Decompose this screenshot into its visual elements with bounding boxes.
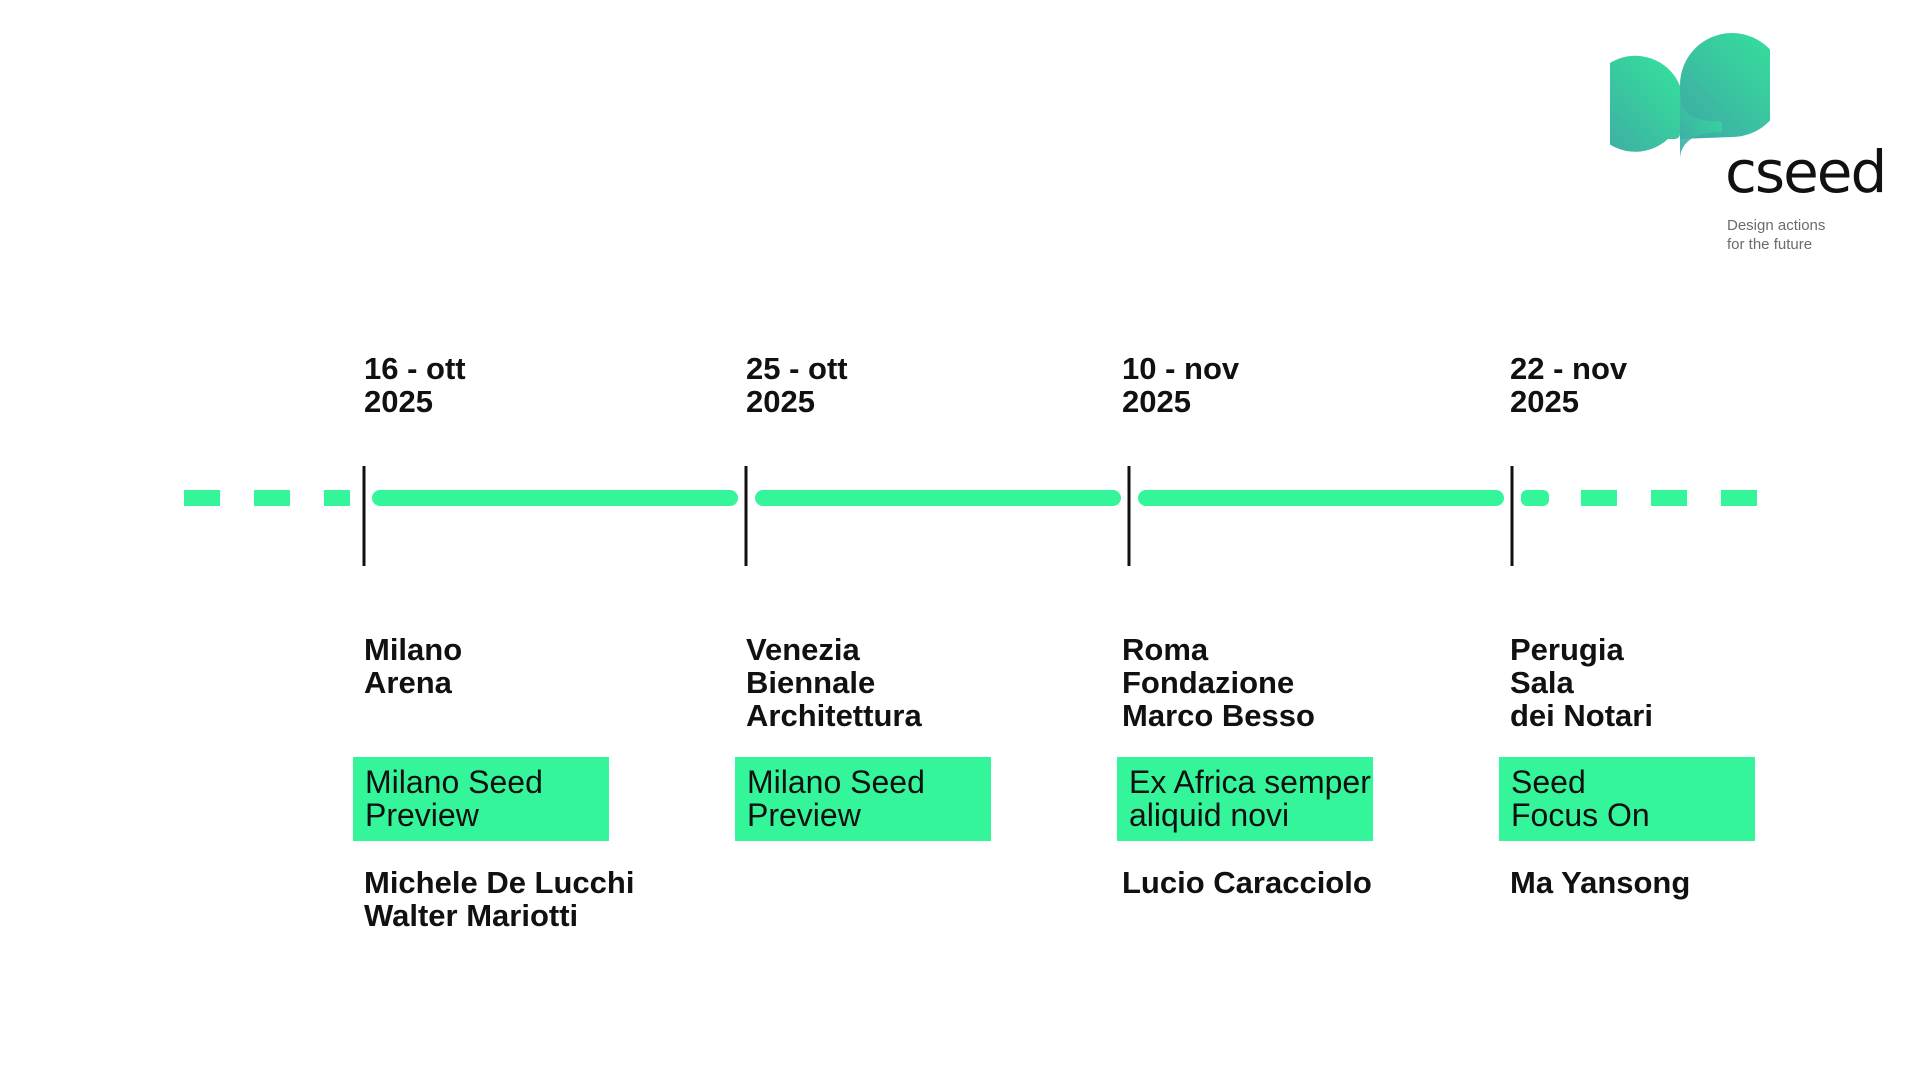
- event-date-line2: 2025: [1122, 384, 1191, 419]
- timeline-dash-right-4: [1721, 490, 1757, 506]
- event-place-line: Milano: [364, 632, 463, 667]
- event-tag: Ex Africa semper aliquid novi: [1117, 757, 1373, 841]
- event-place-line: dei Notari: [1510, 698, 1653, 733]
- logo-shape-link: [1680, 88, 1722, 160]
- event-tag: Milano Seed Preview: [353, 757, 609, 841]
- event-date-line2: 2025: [364, 384, 433, 419]
- event-date-line2: 2025: [1510, 384, 1579, 419]
- event-speaker: Michele De Lucchi: [364, 865, 635, 900]
- event-speaker: Walter Mariotti: [364, 898, 579, 933]
- event-place-line: Roma: [1122, 632, 1209, 667]
- timeline-dash-right-2: [1581, 490, 1617, 506]
- event-speaker: Lucio Caracciolo: [1122, 865, 1372, 900]
- timeline-dash-left-3: [324, 490, 350, 506]
- event-place-line: Biennale: [746, 665, 876, 700]
- timeline-segment-1: [372, 490, 738, 506]
- event-tag-line: aliquid novi: [1129, 797, 1290, 833]
- event-date-line1: 25 - ott: [746, 351, 848, 386]
- timeline-dash-left-1: [184, 490, 220, 506]
- event-tag-line: Preview: [365, 797, 479, 833]
- event-place-line: Architettura: [746, 698, 922, 733]
- event-tag-line: Seed: [1511, 764, 1586, 800]
- event-place-line: Marco Besso: [1122, 698, 1315, 733]
- timeline-segment-3: [1138, 490, 1504, 506]
- event-tag-line: Milano Seed: [365, 764, 543, 800]
- timeline-segment-2: [755, 490, 1121, 506]
- event-date: 16 - ott 2025: [364, 352, 466, 418]
- event-speaker: Ma Yansong: [1510, 865, 1691, 900]
- event-speakers: Lucio Caracciolo: [1122, 866, 1372, 899]
- event-place-line: Perugia: [1510, 632, 1624, 667]
- timeline-dash-right-1: [1521, 490, 1549, 506]
- event-date-line2: 2025: [746, 384, 815, 419]
- event-place: Venezia Biennale Architettura: [746, 633, 922, 732]
- event-date: 10 - nov 2025: [1122, 352, 1239, 418]
- logo-shape-upper: [1680, 33, 1770, 139]
- event-place: Perugia Sala dei Notari: [1510, 633, 1653, 732]
- event-tag-line: Preview: [747, 797, 861, 833]
- timeline-dash-right-3: [1651, 490, 1687, 506]
- seed-logo-icon: [1610, 33, 1770, 160]
- logo-tagline: Design actions for the future: [1727, 216, 1825, 254]
- logo-shape-lower: [1610, 55, 1680, 152]
- logo-wordmark: cseed: [1725, 138, 1887, 206]
- event-place-line: Sala: [1510, 665, 1574, 700]
- logo-tagline-line2: for the future: [1727, 236, 1813, 253]
- event-tag-line: Ex Africa semper: [1129, 764, 1371, 800]
- event-place: Milano Arena: [364, 633, 462, 699]
- logo-tagline-line1: Design actions: [1727, 217, 1826, 234]
- event-date: 25 - ott 2025: [746, 352, 848, 418]
- event-tag: Seed Focus On: [1499, 757, 1755, 841]
- event-date-line1: 22 - nov: [1510, 351, 1628, 386]
- event-place-line: Fondazione: [1122, 665, 1295, 700]
- event-speakers: Ma Yansong: [1510, 866, 1690, 899]
- event-tag-line: Focus On: [1511, 797, 1650, 833]
- event-speakers: Michele De Lucchi Walter Mariotti: [364, 866, 634, 932]
- seed-logo: cseed Design actions for the future: [1610, 30, 1890, 270]
- event-place: Roma Fondazione Marco Besso: [1122, 633, 1315, 732]
- timeline-dash-left-2: [254, 490, 290, 506]
- event-date-line1: 16 - ott: [364, 351, 466, 386]
- event-place-line: Venezia: [746, 632, 860, 667]
- event-date-line1: 10 - nov: [1122, 351, 1240, 386]
- event-date: 22 - nov 2025: [1510, 352, 1627, 418]
- event-tag-line: Milano Seed: [747, 764, 925, 800]
- event-tag: Milano Seed Preview: [735, 757, 991, 841]
- event-place-line: Arena: [364, 665, 452, 700]
